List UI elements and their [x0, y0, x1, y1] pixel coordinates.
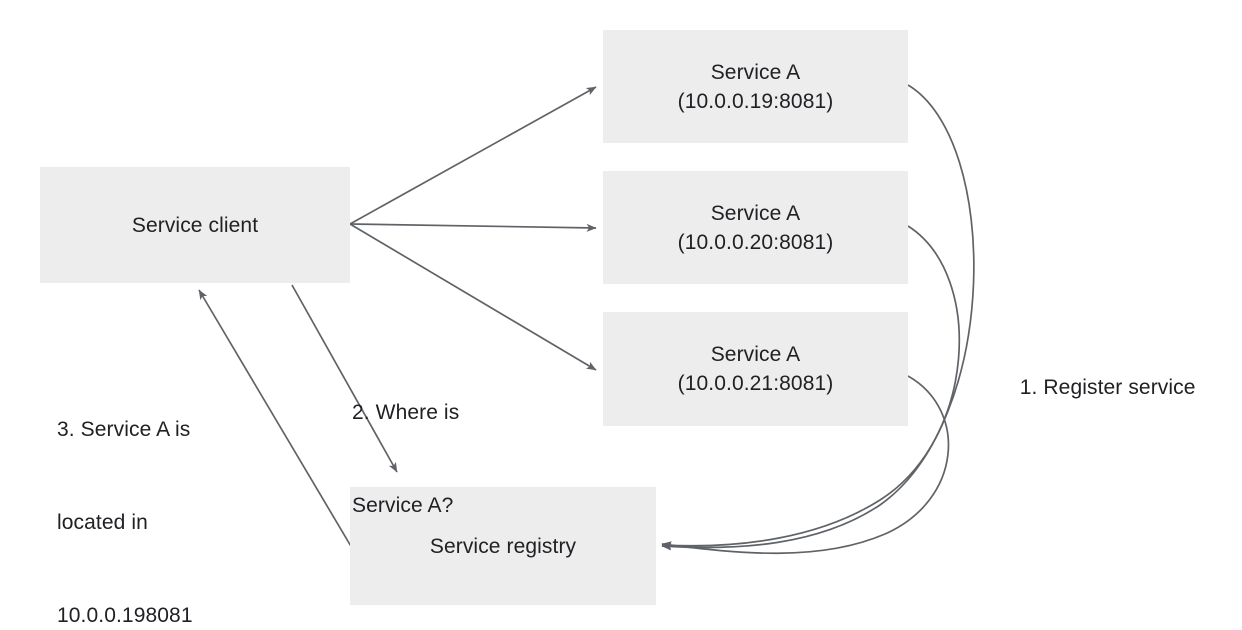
edge-registry-to-client-response — [198, 289, 353, 549]
service-a1-address: (10.0.0.19:8081) — [677, 89, 834, 113]
caption-step1-line1: 1. Register service — [1019, 376, 1196, 399]
edge-client-to-service-a2 — [349, 223, 597, 232]
caption-step3-line3: 10.0.0.198081 — [57, 604, 193, 627]
caption-step-2-where-is-service-a: 2. Where is Service A? — [352, 335, 459, 583]
node-service-a-instance-2[interactable]: Service A (10.0.0.20:8081) — [603, 171, 908, 284]
caption-step2-line1: 2. Where is — [352, 401, 460, 424]
service-a3-name: Service A — [710, 343, 801, 366]
edge-client-to-service-a1 — [349, 86, 597, 225]
service-a2-name: Service A — [710, 201, 801, 225]
caption-step-1-register-service: 1. Register service — [996, 341, 1196, 434]
node-service-client-label: Service client — [131, 213, 259, 237]
node-service-client[interactable]: Service client — [40, 167, 350, 283]
caption-step3-line1: 3. Service A is — [57, 418, 191, 441]
node-service-a-instance-1[interactable]: Service A (10.0.0.19:8081) — [603, 30, 908, 143]
caption-step3-line2: located in — [57, 511, 148, 534]
node-service-registry-label: Service registry — [429, 534, 577, 558]
service-a2-address: (10.0.0.20:8081) — [677, 230, 834, 254]
caption-step2-line2: Service A? — [352, 494, 454, 517]
node-service-registry[interactable]: Service registry — [350, 487, 656, 605]
service-a1-name: Service A — [710, 60, 801, 84]
service-a3-address: (10.0.0.21:8081) — [677, 372, 834, 395]
node-service-a-instance-3[interactable]: Service A (10.0.0.21:8081) — [603, 312, 908, 426]
caption-step-3-service-a-located: 3. Service A is located in 10.0.0.198081… — [57, 352, 199, 630]
